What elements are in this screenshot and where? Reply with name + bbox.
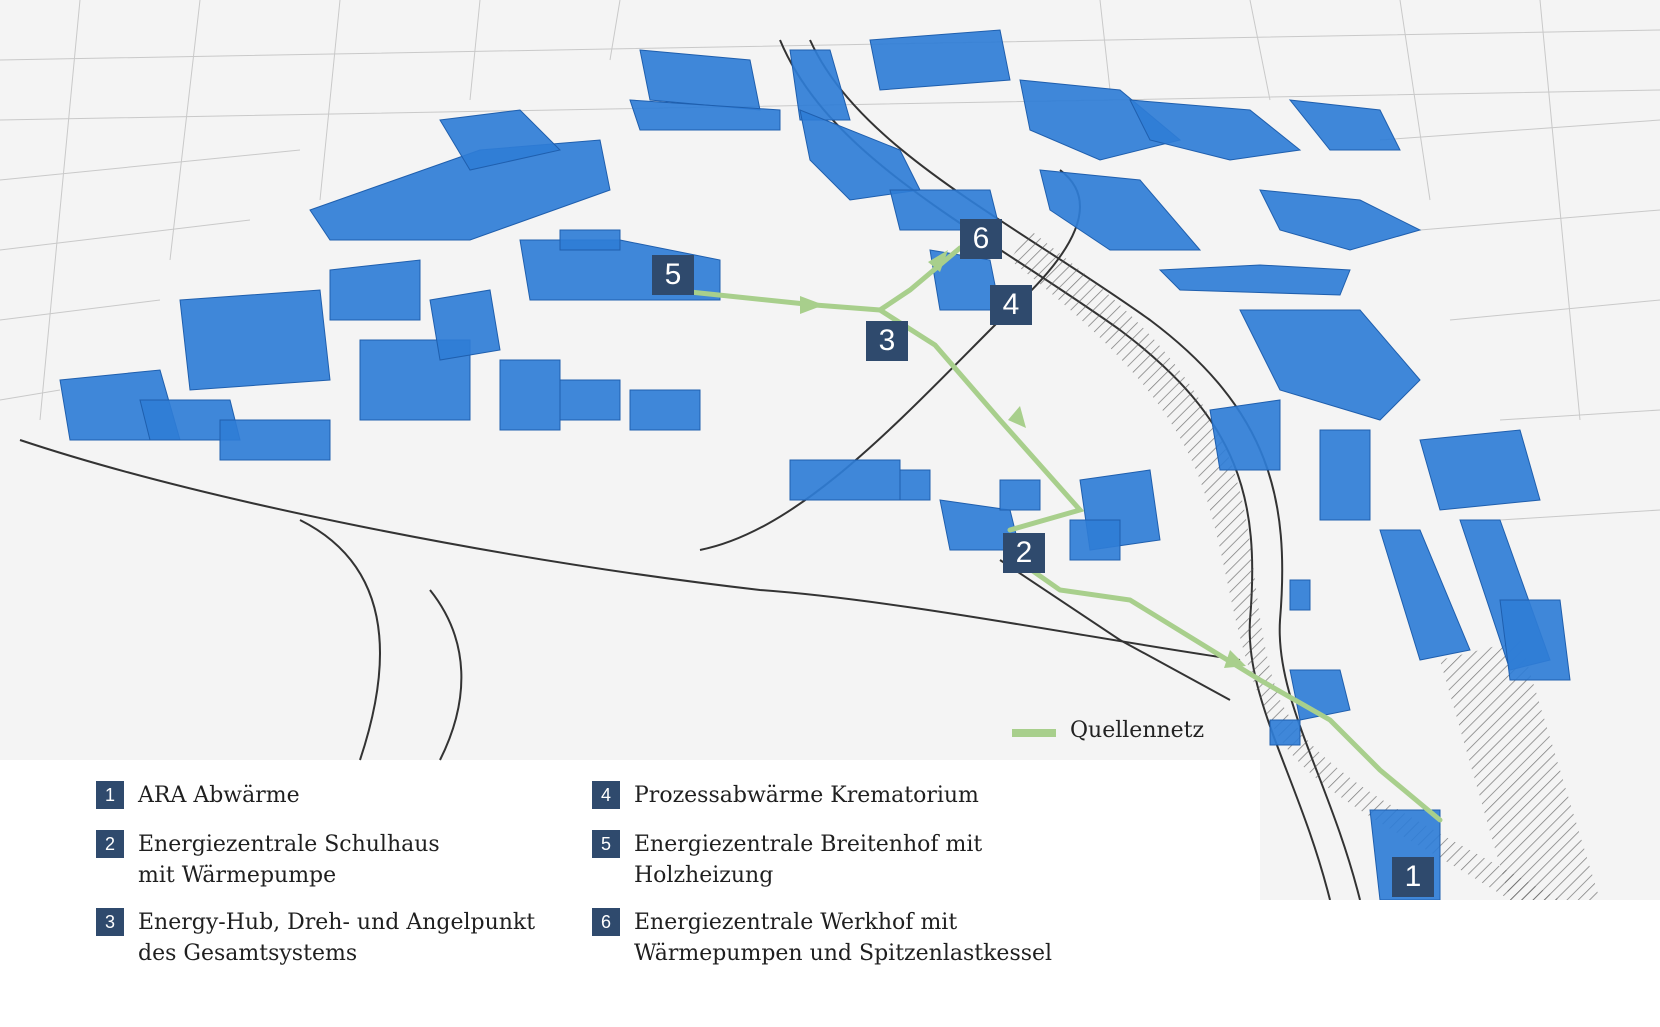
legend-item-1: 1 ARA Abwärme	[96, 780, 300, 811]
legend-badge-6: 6	[592, 908, 620, 936]
district-map	[0, 0, 1660, 900]
legend-badge-2: 2	[96, 830, 124, 858]
legend-badge-3: 3	[96, 908, 124, 936]
marker-4: 4	[990, 285, 1032, 325]
legend-text-1: ARA Abwärme	[138, 783, 300, 808]
marker-5: 5	[652, 255, 694, 295]
marker-1: 1	[1392, 857, 1434, 897]
marker-2: 2	[1003, 533, 1045, 573]
network-legend-label: Quellennetz	[1070, 718, 1205, 743]
legend-badge-1: 1	[96, 781, 124, 809]
legend-item-4: 4 Prozessabwärme Krematorium	[592, 780, 979, 811]
street-grid	[0, 0, 1660, 521]
marker-3: 3	[866, 321, 908, 361]
legend-badge-5: 5	[592, 830, 620, 858]
marker-6: 6	[960, 219, 1002, 259]
rail-corridor	[1010, 230, 1560, 900]
network-arrows	[800, 250, 1246, 668]
network-legend-swatch	[1012, 729, 1056, 737]
buildings	[59, 29, 1571, 900]
legend-badge-4: 4	[592, 781, 620, 809]
legend-text-4: Prozessabwärme Krematorium	[634, 783, 979, 808]
